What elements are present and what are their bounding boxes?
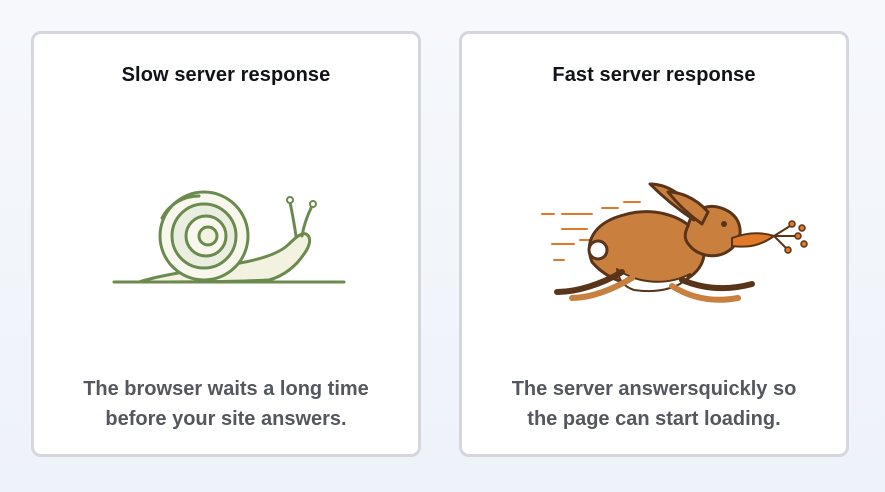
- caption-line-1: The server answersquickly so: [511, 378, 797, 400]
- caption-line-2: the page can start loading.: [527, 408, 781, 430]
- caption-line-1: The browser waits a long time: [83, 378, 369, 400]
- fast-response-card: Fast server response: [459, 31, 849, 457]
- slow-response-card: Slow server response The browser waits a…: [31, 31, 421, 457]
- snail-icon: [112, 190, 346, 284]
- card-caption: The server answersquickly so the page ca…: [462, 374, 846, 434]
- caption-line-2: before your site answers.: [105, 408, 347, 430]
- card-title: Fast server response: [552, 64, 756, 86]
- rabbit-icon: [541, 182, 808, 303]
- card-title: Slow server response: [121, 64, 331, 86]
- card-caption: The browser waits a long time before you…: [34, 374, 418, 434]
